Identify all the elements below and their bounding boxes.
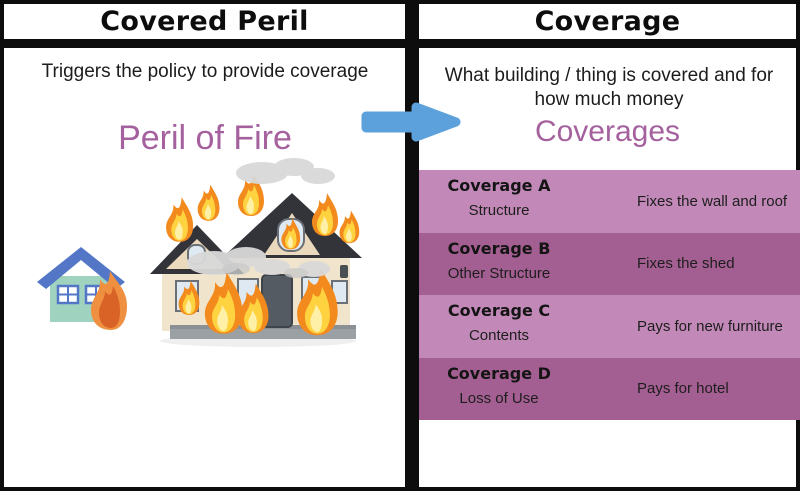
left-panel-title: Covered Peril bbox=[100, 6, 309, 37]
coverage-row-a: Coverage A Structure Fixes the wall and … bbox=[419, 170, 800, 233]
right-panel-description: What building / thing is covered and for… bbox=[444, 65, 774, 110]
frame-border-left bbox=[0, 0, 4, 491]
coverage-row-description: Fixes the shed bbox=[637, 255, 735, 273]
arrow-right-icon bbox=[356, 93, 466, 151]
frame-border-bottom bbox=[0, 487, 800, 491]
column-divider-line bbox=[405, 0, 419, 491]
house-on-fire-icon bbox=[33, 235, 137, 339]
coverages-table: Coverage A Structure Fixes the wall and … bbox=[419, 170, 800, 420]
coverage-row-title: Coverage A bbox=[447, 176, 551, 195]
coverage-row-title: Coverage C bbox=[447, 301, 551, 320]
coverage-row-subtitle: Structure bbox=[468, 202, 530, 219]
coverage-row-description: Fixes the wall and roof bbox=[637, 192, 788, 210]
peril-of-fire-label: Peril of Fire bbox=[118, 119, 292, 157]
coverage-row-description: Pays for hotel bbox=[637, 380, 729, 398]
coverage-row-c: Coverage C Contents Pays for new furnitu… bbox=[419, 295, 800, 358]
burning-house-illustration bbox=[144, 157, 372, 351]
coverage-row-description: Pays for new furniture bbox=[637, 317, 783, 335]
coverage-row-subtitle: Loss of Use bbox=[459, 389, 539, 407]
coverage-row-b: Coverage B Other Structure Fixes the she… bbox=[419, 232, 800, 295]
coverage-row-d: Coverage D Loss of Use Pays for hotel bbox=[419, 357, 800, 420]
coverages-label: Coverages bbox=[534, 115, 681, 148]
coverage-row-subtitle: Contents bbox=[468, 327, 530, 344]
right-panel-title: Coverage bbox=[534, 6, 681, 37]
left-panel-description: Triggers the policy to provide coverage bbox=[41, 61, 369, 82]
header-divider-line bbox=[0, 39, 800, 48]
coverage-row-title: Coverage B bbox=[447, 238, 551, 258]
coverage-row-title: Coverage D bbox=[447, 363, 551, 383]
frame-border-top bbox=[0, 0, 800, 4]
coverage-row-subtitle: Other Structure bbox=[447, 264, 551, 282]
